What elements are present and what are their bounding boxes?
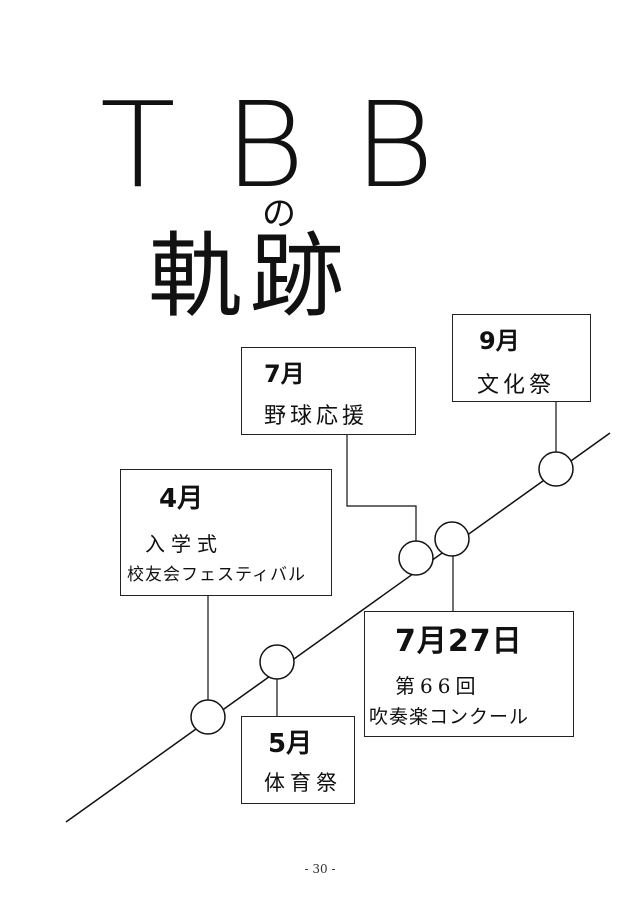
title-particle: の xyxy=(262,194,296,234)
event-line: 第66回 xyxy=(395,674,481,698)
event-month: 9月 xyxy=(479,327,520,355)
event-box-may: 5月 体育祭 xyxy=(241,716,355,804)
event-month: 5月 xyxy=(268,729,313,759)
event-line: 文化祭 xyxy=(477,373,556,398)
event-line: 野球応援 xyxy=(264,404,369,429)
connector-july xyxy=(346,435,417,543)
title-main: TBB xyxy=(100,76,483,214)
event-line: 体育祭 xyxy=(264,771,342,795)
node-april xyxy=(190,699,226,735)
event-line: 入学式 xyxy=(145,532,223,556)
event-box-july27: 7月27日 第66回 吹奏楽コンクール xyxy=(364,611,574,737)
title-sub: 軌跡 xyxy=(147,223,353,330)
event-line: 校友会フェスティバル xyxy=(127,565,306,585)
node-july27 xyxy=(434,521,470,557)
event-box-april: 4月 入学式 校友会フェスティバル xyxy=(120,469,332,596)
event-month: 4月 xyxy=(159,484,204,514)
node-may xyxy=(259,644,295,680)
page-number: - 30 - xyxy=(304,862,336,876)
event-month: 7月27日 xyxy=(395,624,523,659)
node-september xyxy=(538,451,574,487)
event-box-july: 7月 野球応援 xyxy=(241,347,416,435)
node-july xyxy=(398,540,434,576)
event-box-september: 9月 文化祭 xyxy=(452,314,591,402)
event-line: 吹奏楽コンクール xyxy=(369,706,530,728)
timeline-axis xyxy=(65,432,611,823)
event-month: 7月 xyxy=(264,360,305,388)
